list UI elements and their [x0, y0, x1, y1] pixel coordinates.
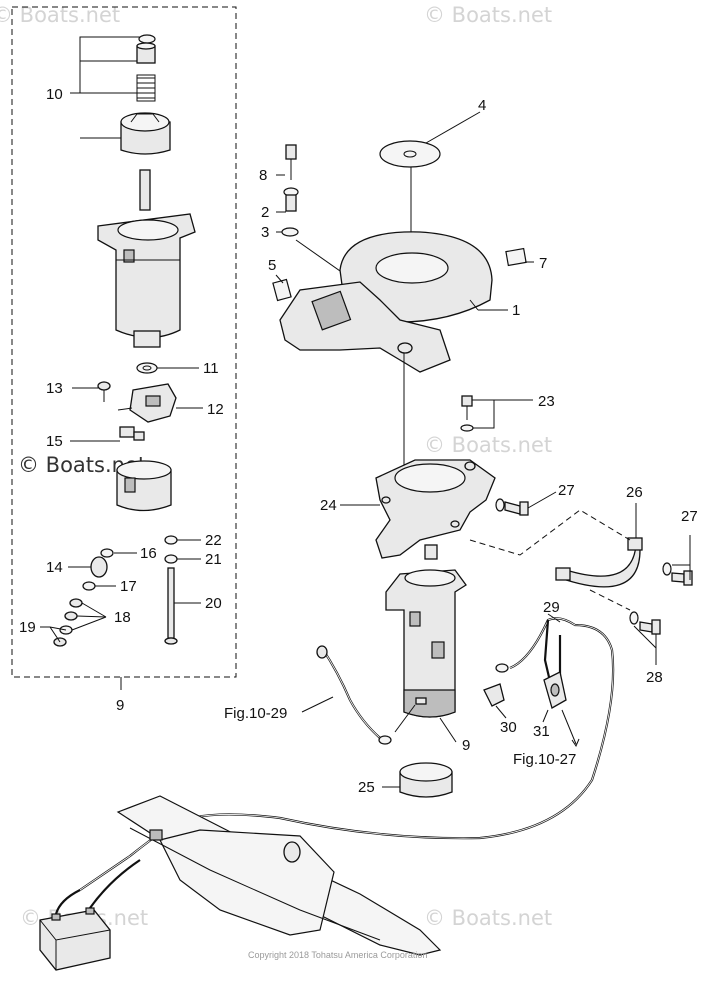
flywheel-cover-assembly	[272, 140, 527, 373]
callout-11: 11	[203, 360, 219, 377]
callout-3: 3	[261, 224, 269, 241]
callout-9-kit: 9	[116, 697, 124, 714]
callout-16: 16	[140, 545, 157, 562]
callout-labels: 4 8 2 3 5 7 1 10 11 13 12 15 22 16 21 14…	[19, 86, 698, 796]
battery-cable	[79, 617, 615, 891]
leader-23	[472, 399, 533, 429]
leader-29	[547, 613, 561, 623]
watermark: © Boats.net	[0, 3, 120, 27]
leader-lines-left	[40, 36, 203, 643]
callout-31: 31	[533, 723, 550, 740]
callout-8: 8	[259, 167, 267, 184]
callout-24: 24	[320, 497, 337, 514]
fuse-holder-31	[543, 671, 567, 709]
watermark: © Boats.net	[424, 3, 552, 27]
callout-4: 4	[478, 97, 486, 114]
starter-bracket	[375, 459, 496, 559]
callout-12: 12	[207, 401, 224, 418]
arrow-fig-right	[571, 738, 580, 748]
bolt-23	[460, 395, 474, 432]
leader-28	[633, 625, 657, 665]
callout-21: 21	[205, 551, 222, 568]
callout-14: 14	[46, 559, 63, 576]
callout-2: 2	[261, 204, 269, 221]
callout-13: 13	[46, 380, 63, 397]
callout-18: 18	[114, 609, 131, 626]
band-centerline-2	[589, 589, 631, 611]
watermark: © Boats.net	[424, 906, 552, 930]
callout-17: 17	[120, 578, 137, 595]
callout-22: 22	[205, 532, 222, 549]
leader-31	[542, 709, 577, 745]
leader-27-lower	[672, 535, 691, 580]
callout-15: 15	[46, 433, 63, 450]
bolt-27-upper	[495, 498, 529, 516]
callout-9-motor: 9	[462, 737, 470, 754]
leader-27-upper	[527, 491, 557, 509]
callout-5: 5	[268, 257, 276, 274]
copyright-notice: Copyright 2018 Tohatsu America Corporati…	[248, 950, 427, 960]
battery	[39, 859, 141, 971]
starter-cable-left	[316, 645, 416, 745]
callout-26: 26	[626, 484, 643, 501]
leader-9-motor	[439, 717, 457, 743]
callout-19: 19	[19, 619, 36, 636]
fig-ref-left: Fig.10-29	[224, 705, 287, 722]
watermark: © Boats.net	[424, 433, 552, 457]
leader-30	[495, 705, 507, 719]
callout-7: 7	[539, 255, 547, 272]
callout-30: 30	[500, 719, 517, 736]
leader-fig-left	[301, 696, 334, 713]
starter-band	[555, 537, 643, 588]
callout-27-lower: 27	[681, 508, 698, 525]
starter-motor	[385, 544, 467, 718]
starter-exploded-parts	[53, 34, 196, 647]
callout-29: 29	[543, 599, 560, 616]
starter-kit-group-box	[11, 6, 237, 678]
bolt-28	[629, 611, 661, 635]
callout-23: 23	[538, 393, 555, 410]
callout-10: 10	[46, 86, 63, 103]
callout-25: 25	[358, 779, 375, 796]
callout-20: 20	[205, 595, 222, 612]
callout-1: 1	[512, 302, 520, 319]
terminal-cover-30	[483, 683, 505, 707]
rubber-band-25	[399, 762, 453, 798]
bolt-27-lower	[662, 562, 693, 586]
callout-28: 28	[646, 669, 663, 686]
fig-ref-right: Fig.10-27	[513, 751, 576, 768]
band-centerline	[469, 509, 631, 556]
callout-27-upper: 27	[558, 482, 575, 499]
leader-lines-top-right	[275, 111, 534, 311]
engine-frame-lower	[116, 795, 442, 956]
